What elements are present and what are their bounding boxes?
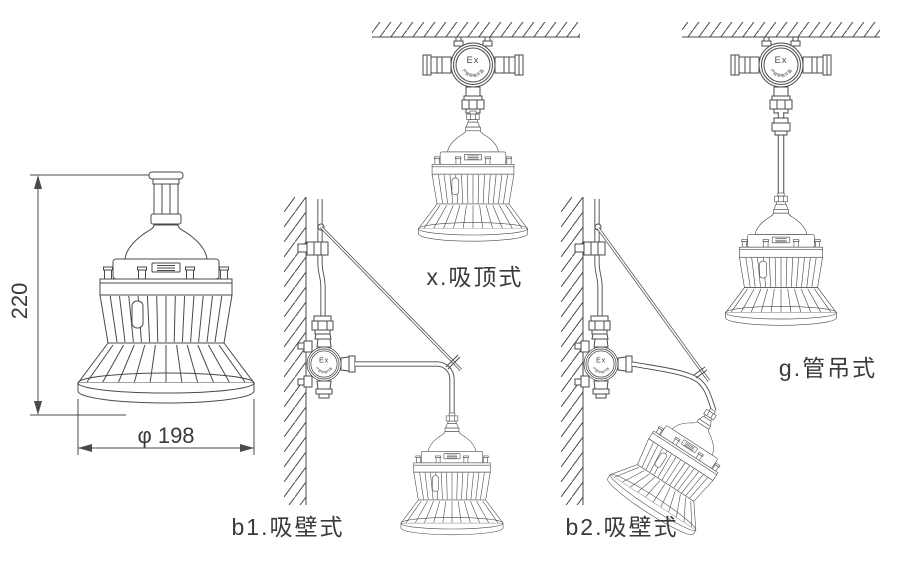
pipe-mount-label: g.管吊式: [779, 355, 877, 381]
ceiling-hatching: [372, 22, 580, 37]
dim-arrow-right: [240, 444, 254, 452]
height-dimension-label: 220: [7, 283, 32, 320]
ceiling-mount-drawing: x.吸顶式: [372, 22, 580, 290]
wall-mount-1-label: b1.吸壁式: [232, 514, 345, 540]
dim-arrow-left: [78, 444, 92, 452]
dim-arrow-down: [34, 401, 42, 415]
dim-arrow-up: [34, 175, 42, 189]
wall-mount-2-drawing: b2.吸壁式: [561, 197, 756, 540]
diameter-dimension-label: φ 198: [137, 423, 194, 448]
dimension-view-drawing: 220 φ 198: [7, 171, 255, 455]
wall-mount-1-drawing: b1.吸壁式: [232, 197, 504, 540]
pipe-mount-drawing: g.管吊式: [682, 22, 880, 381]
ceiling-hatching: [682, 22, 880, 37]
ceiling-mount-label: x.吸顶式: [427, 264, 524, 290]
wall-mount-2-label: b2.吸壁式: [566, 514, 679, 540]
